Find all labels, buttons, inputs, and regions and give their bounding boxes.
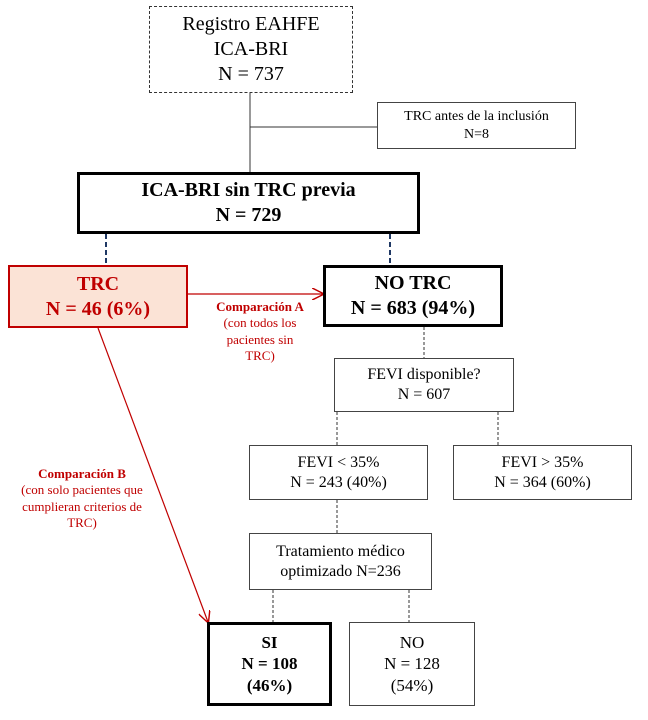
fevi-high-box: FEVI > 35% N = 364 (60%) — [453, 445, 632, 500]
comparacion-a-title: Comparación A — [216, 299, 304, 314]
comparacion-b-l1: (con solo pacientes que — [21, 482, 143, 498]
registro-line2: ICA-BRI — [213, 38, 289, 60]
comparacion-a-l1: (con todos los — [223, 315, 297, 331]
no-line1: NO — [399, 633, 425, 653]
si-line3: (46%) — [246, 675, 293, 695]
comparacion-b-title: Comparación B — [38, 466, 126, 481]
no-line2: N = 128 — [384, 654, 440, 674]
comparacion-a-l2: pacientes sin — [226, 331, 294, 347]
fevi-low-line1: FEVI < 35% — [297, 453, 380, 471]
registro-line3: N = 737 — [218, 63, 284, 85]
fevi-disponible-line1: FEVI disponible? — [367, 366, 481, 383]
tratamiento-line1: Tratamiento médico — [276, 542, 405, 560]
main-box: ICA-BRI sin TRC previa N = 729 — [77, 172, 420, 234]
si-box: SI N = 108 (46%) — [207, 622, 332, 706]
no-box: NO N = 128 (54%) — [349, 622, 475, 706]
trc-line1: TRC — [76, 272, 120, 295]
registro-line1: Registro EAHFE — [182, 13, 320, 35]
tratamiento-line2: optimizado N=236 — [280, 562, 401, 580]
no-trc-line1: NO TRC — [374, 272, 452, 294]
fevi-disponible-line2: N = 607 — [397, 386, 451, 403]
main-line1: ICA-BRI sin TRC previa — [141, 179, 356, 201]
no-trc-box: NO TRC N = 683 (94%) — [323, 265, 503, 327]
fevi-low-box: FEVI < 35% N = 243 (40%) — [249, 445, 428, 500]
si-line1: SI — [261, 633, 278, 653]
fevi-low-line2: N = 243 (40%) — [290, 473, 387, 491]
fevi-high-line2: N = 364 (60%) — [494, 473, 591, 491]
excluded-line1: TRC antes de la inclusión — [404, 109, 549, 124]
fevi-disponible-box: FEVI disponible? N = 607 — [334, 358, 514, 412]
excluded-box: TRC antes de la inclusión N=8 — [377, 102, 576, 149]
no-line3: (54%) — [390, 675, 434, 695]
trc-box: TRC N = 46 (6%) — [8, 265, 188, 328]
main-line2: N = 729 — [215, 204, 282, 226]
trc-line2: N = 46 (6%) — [45, 297, 151, 320]
si-line2: N = 108 — [241, 654, 298, 674]
no-trc-line2: N = 683 (94%) — [350, 297, 476, 319]
comparacion-b-label: Comparación B (con solo pacientes que cu… — [2, 466, 162, 531]
arrow-comp-b — [97, 327, 208, 622]
tratamiento-box: Tratamiento médico optimizado N=236 — [249, 533, 432, 590]
excluded-line2: N=8 — [463, 126, 489, 142]
comparacion-b-l2: cumplieran criterios de — [22, 498, 142, 514]
registro-box: Registro EAHFE ICA-BRI N = 737 — [149, 6, 353, 93]
comparacion-a-label: Comparación A (con todos los pacientes s… — [196, 299, 324, 364]
comparacion-b-l3: TRC) — [67, 514, 97, 530]
comparacion-a-l3: TRC) — [245, 347, 275, 363]
fevi-high-line1: FEVI > 35% — [501, 453, 584, 471]
